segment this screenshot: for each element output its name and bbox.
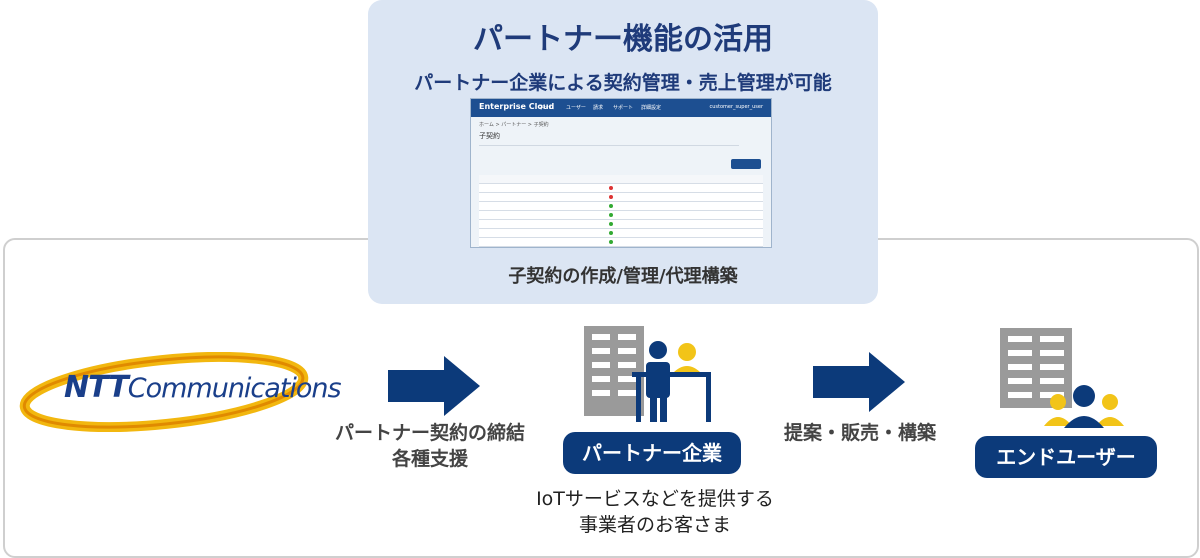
contract-caption-line2: 各種支援 — [391, 448, 468, 470]
panel-title: パートナー機能の活用 — [473, 22, 773, 57]
ntt-logo-ntt: NTT — [64, 370, 129, 405]
panel-subtitle: パートナー企業による契約管理・売上管理が可能 — [414, 72, 832, 94]
arrow-right-icon — [813, 352, 905, 412]
portal-screenshot: Enterprise Cloud ホーム ユーザー 請求 サポート 詳細設定 c… — [470, 98, 772, 248]
panel-caption: 子契約の作成/管理/代理構築 — [508, 266, 738, 287]
contract-caption: パートナー契約の締結 各種支援 — [310, 420, 550, 472]
enduser-pill: エンドユーザー — [975, 436, 1157, 478]
portal-nav-home: ホーム — [539, 105, 554, 111]
arrow-right-icon — [388, 356, 480, 416]
portal-nav-settings: 詳細設定 — [641, 105, 662, 111]
portal-breadcrumb: ホーム > パートナー > 子契約 — [479, 122, 549, 128]
table-row — [479, 202, 763, 211]
portal-nav-users: ユーザー — [566, 105, 586, 111]
portal-brand: Enterprise Cloud — [479, 102, 555, 111]
ntt-logo-rest: Communications — [127, 373, 342, 404]
ntt-logo: NTTCommunications — [64, 370, 342, 405]
portal-nav-billing: 請求 — [593, 105, 604, 111]
table-row — [479, 211, 763, 220]
portal-user: customer_super_user — [709, 104, 763, 110]
portal-heading: 子契約 — [479, 132, 500, 140]
table-row — [479, 229, 763, 238]
partner-description-line2: 事業者のお客さま — [578, 514, 731, 536]
partner-office-icon — [584, 326, 711, 422]
portal-table — [479, 175, 763, 247]
ntt-swoosh-icon — [19, 352, 309, 432]
table-row — [479, 193, 763, 202]
partner-pill: パートナー企業 — [563, 432, 741, 474]
partner-description: IoTサービスなどを提供する 事業者のお客さま — [500, 486, 810, 538]
portal-create-button — [731, 159, 761, 169]
contract-caption-line1: パートナー契約の締結 — [334, 422, 525, 444]
table-row — [479, 175, 763, 184]
portal-nav-support: サポート — [613, 105, 634, 111]
table-row — [479, 220, 763, 229]
sales-caption: 提案・販売・構築 — [783, 422, 936, 444]
table-row — [479, 184, 763, 193]
table-row — [479, 238, 763, 247]
enduser-office-icon — [1000, 328, 1124, 428]
portal-header-bar: Enterprise Cloud ホーム ユーザー 請求 サポート 詳細設定 c… — [471, 99, 771, 117]
portal-divider — [479, 145, 739, 154]
partner-description-line1: IoTサービスなどを提供する — [536, 488, 774, 510]
